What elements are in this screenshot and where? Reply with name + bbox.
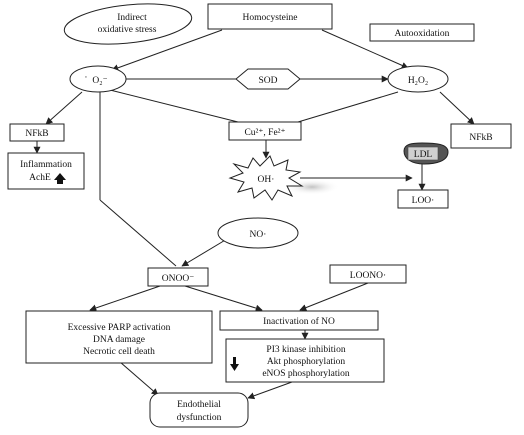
line-superoxide-to-metals — [109, 89, 239, 123]
loono-label: LOONO· — [350, 271, 386, 281]
arrow-parp-to-endothelial — [119, 361, 159, 396]
pi3-label-line1: PI3 kinase inhibition — [266, 345, 345, 355]
arrow-homocysteine-to-superoxide — [111, 29, 223, 72]
nfkb-left-node: NFkB — [9, 123, 65, 142]
connectors — [33, 29, 475, 400]
hydroxyl-label: OH· — [258, 175, 275, 185]
indirect-stress-label-line2: oxidative stress — [98, 25, 157, 35]
indirect-stress-node: Indirect oxidative stress — [63, 3, 193, 45]
inactivation-node: Inactivation of NO — [219, 310, 379, 331]
no-node: NO· — [217, 217, 299, 249]
ldl-node: LDL — [403, 142, 449, 165]
superoxide-label: O₂⁻ — [92, 76, 107, 86]
homocysteine-node: Homocysteine — [207, 3, 333, 30]
pi3-node: PI3 kinase inhibition Akt phosphorylatio… — [225, 338, 385, 383]
loono-node: LOONO· — [329, 264, 407, 284]
arrow-h2o2-to-nfkb — [439, 91, 475, 125]
nfkb-right-node: NFkB — [450, 123, 512, 149]
onoo-node: ONOO⁻ — [147, 267, 209, 287]
hydroxyl-node: OH· — [228, 155, 340, 201]
parp-label-line3: Necrotic cell death — [83, 347, 155, 357]
parp-label-line1: Excessive PARP activation — [68, 323, 171, 333]
arrow-pi3-to-endothelial — [247, 381, 293, 400]
onoo-label: ONOO⁻ — [162, 274, 194, 284]
endothelial-label-line2: dysfunction — [177, 412, 222, 423]
nfkb-left-label: NFkB — [25, 129, 48, 139]
metals-node: Cu²⁺, Fe²⁺ — [228, 121, 302, 141]
sod-label: SOD — [258, 76, 277, 86]
loo-label: LOO· — [412, 196, 435, 206]
homocysteine-label: Homocysteine — [243, 13, 298, 23]
endothelial-node: Endothelial dysfunction — [149, 392, 249, 428]
superoxide-dot: · — [84, 73, 87, 83]
h2o2-label: H₂O₂ — [408, 76, 428, 86]
no-label: NO· — [250, 230, 267, 240]
arrow-homocysteine-to-h2o2 — [321, 29, 409, 69]
line-superoxide-to-onoo-diag — [99, 199, 177, 267]
parp-label-line2: DNA damage — [93, 335, 145, 345]
hydroxyl-burst — [228, 155, 304, 201]
pi3-label-line3: eNOS phosphorylation — [262, 369, 350, 379]
indirect-stress-label-line1: Indirect — [117, 13, 147, 23]
arrow-onoo-to-inactivation — [184, 285, 263, 312]
autooxidation-node: Autooxidation — [369, 23, 475, 42]
ldl-label: LDL — [414, 150, 433, 160]
arrow-onoo-to-parp — [89, 285, 161, 312]
inflammation-node: Inflammation AchE — [7, 152, 85, 190]
sod-node: SOD — [235, 68, 301, 90]
h2o2-node: H₂O₂ — [387, 65, 449, 93]
metals-label: Cu²⁺, Fe²⁺ — [244, 128, 285, 138]
pi3-label-line2: Akt phosphorylation — [267, 357, 346, 367]
inflammation-label-line2: AchE — [29, 173, 51, 183]
arrow-loono-to-inactivation — [299, 282, 369, 311]
nfkb-right-label: NFkB — [469, 133, 492, 143]
superoxide-node: · O₂⁻ — [69, 65, 127, 93]
line-h2o2-to-metals — [297, 91, 399, 123]
inactivation-label: Inactivation of NO — [263, 316, 335, 327]
down-arrow-icon — [230, 357, 239, 371]
endothelial-label-line1: Endothelial — [177, 400, 221, 410]
arrow-superoxide-to-nfkb — [45, 91, 83, 125]
up-arrow-icon — [54, 173, 66, 184]
inflammation-label-line1: Inflammation — [20, 159, 72, 170]
loo-node: LOO· — [397, 189, 449, 209]
autooxidation-label: Autooxidation — [395, 29, 450, 39]
parp-node: Excessive PARP activation DNA damage Nec… — [25, 310, 213, 364]
